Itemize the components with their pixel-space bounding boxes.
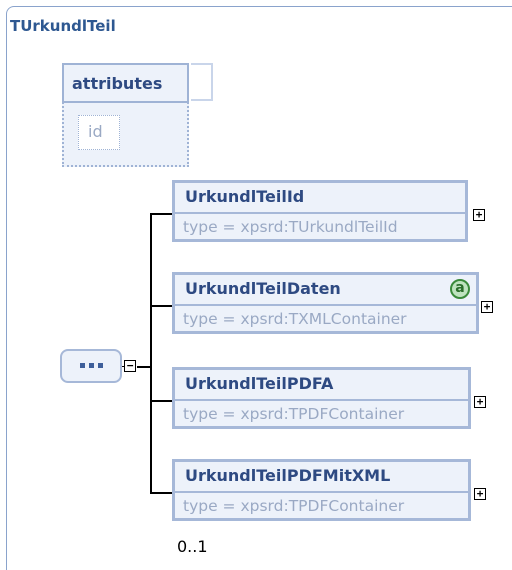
occurrence-label: 0..1	[177, 537, 208, 556]
sequence-icon	[80, 363, 104, 369]
divider	[175, 304, 476, 306]
connector-line	[137, 366, 150, 368]
element-urkundlteilpdfmitxml[interactable]: UrkundlTeilPDFMitXML type = xpsrd:TPDFCo…	[172, 459, 471, 521]
connector-line	[150, 213, 172, 215]
attributes-header[interactable]: attributes	[62, 63, 189, 103]
annotation-icon: a	[450, 279, 470, 299]
divider	[175, 491, 468, 493]
expand-icon[interactable]: +	[481, 301, 493, 313]
type-title: TUrkundlTeil	[10, 17, 116, 35]
element-name: UrkundlTeilPDFA	[185, 374, 334, 393]
element-urkundlteilid[interactable]: UrkundlTeilId type = xpsrd:TUrkundlTeilI…	[172, 180, 468, 242]
attributes-tab	[191, 63, 213, 101]
expand-icon[interactable]: +	[473, 209, 485, 221]
element-type: type = xpsrd:TXMLContainer	[183, 310, 407, 328]
divider	[175, 212, 465, 214]
element-type: type = xpsrd:TUrkundlTeilId	[183, 218, 398, 236]
connector-trunk	[150, 213, 152, 494]
connector-line	[150, 305, 172, 307]
element-urkundlteildaten[interactable]: UrkundlTeilDaten a type = xpsrd:TXMLCont…	[172, 272, 479, 334]
complex-type-frame	[6, 6, 512, 570]
connector-line	[150, 492, 172, 494]
element-name: UrkundlTeilId	[185, 187, 305, 206]
expand-icon[interactable]: +	[474, 396, 486, 408]
expand-icon[interactable]: +	[474, 488, 486, 500]
element-type: type = xpsrd:TPDFContainer	[183, 405, 405, 423]
sequence-collapse-icon[interactable]: −	[124, 360, 136, 372]
divider	[175, 399, 468, 401]
sequence-compositor[interactable]	[60, 349, 122, 383]
element-name: UrkundlTeilDaten	[185, 279, 341, 298]
element-type: type = xpsrd:TPDFContainer	[183, 497, 405, 515]
element-name: UrkundlTeilPDFMitXML	[185, 466, 391, 485]
element-urkundlteilpdfa[interactable]: UrkundlTeilPDFA type = xpsrd:TPDFContain…	[172, 367, 471, 429]
connector-line	[150, 400, 172, 402]
attribute-id[interactable]: id	[78, 115, 120, 150]
connector-line	[122, 366, 124, 367]
